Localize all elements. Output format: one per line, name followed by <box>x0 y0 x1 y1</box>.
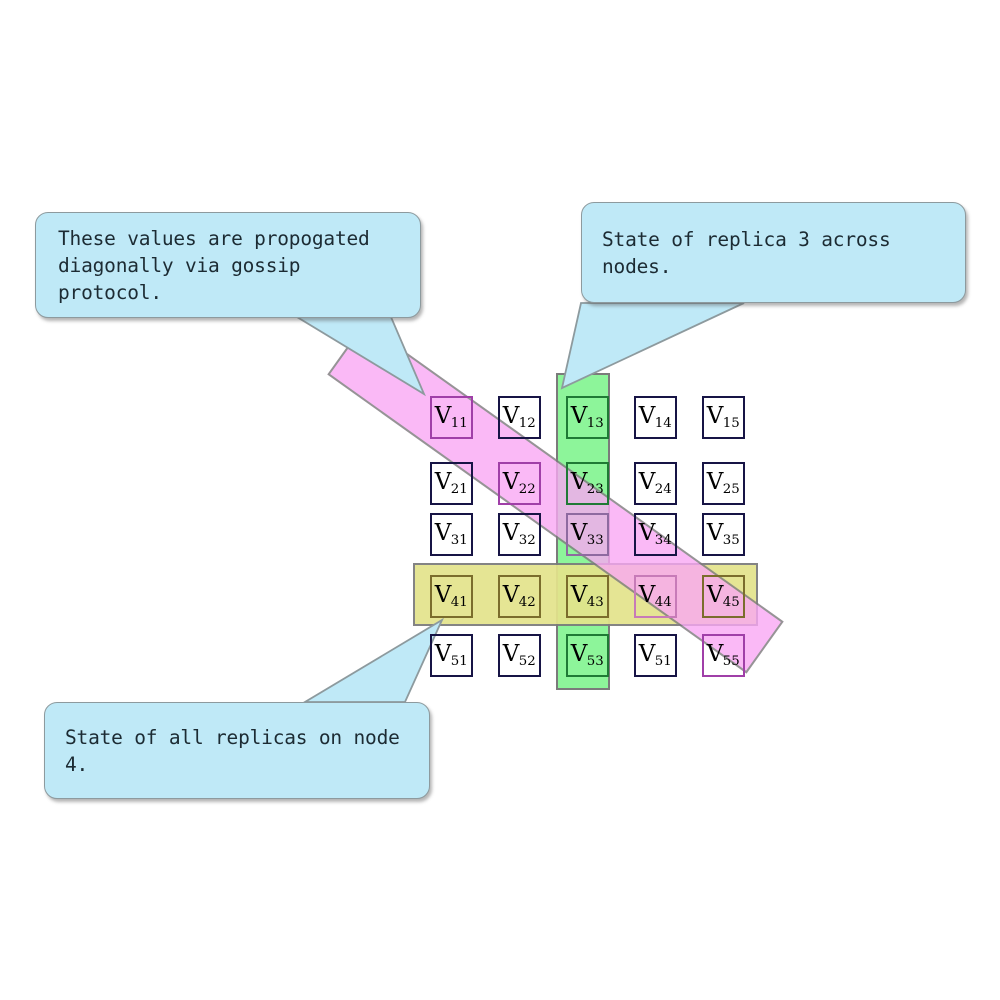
grid-cell-subscript: 11 <box>450 416 468 431</box>
grid-cell-label: V22 <box>502 469 536 497</box>
callout-gossip-tail <box>293 316 426 397</box>
grid-cell-V24[interactable]: V24 <box>634 462 677 505</box>
grid-cell-label: V52 <box>502 641 536 669</box>
callout-node4[interactable]: State of all replicas on node 4. <box>44 702 430 799</box>
grid-cell-V53[interactable]: V53 <box>566 634 609 677</box>
grid-cell-V41[interactable]: V41 <box>430 575 473 618</box>
grid-cell-V23[interactable]: V23 <box>566 462 609 505</box>
grid-cell-subscript: 35 <box>722 533 740 548</box>
grid-cell-subscript: 51 <box>654 654 672 669</box>
callout-node4-text: State of all replicas on node 4. <box>65 725 400 776</box>
grid-cell-label: V51 <box>434 641 468 669</box>
grid-cell-V35[interactable]: V35 <box>702 513 745 556</box>
grid-cell-V51[interactable]: V51 <box>634 634 677 677</box>
grid-cell-V15[interactable]: V15 <box>702 396 745 439</box>
grid-cell-subscript: 42 <box>518 595 536 610</box>
grid-cell-label: V33 <box>570 520 604 548</box>
callout-node4-tail <box>301 617 445 703</box>
grid-cell-subscript: 12 <box>518 416 536 431</box>
grid-cell-V43[interactable]: V43 <box>566 575 609 618</box>
grid-cell-label: V34 <box>638 520 672 548</box>
grid-cell-V34[interactable]: V34 <box>634 513 677 556</box>
grid-cell-subscript: 31 <box>450 533 468 548</box>
grid-cell-label: V12 <box>502 403 536 431</box>
grid-cell-subscript: 15 <box>722 416 740 431</box>
grid-cell-V32[interactable]: V32 <box>498 513 541 556</box>
grid-cell-label: V53 <box>570 641 604 669</box>
callout-gossip[interactable]: These values are propogated diagonally v… <box>35 212 421 318</box>
grid-cell-label: V51 <box>638 641 672 669</box>
grid-cell-V25[interactable]: V25 <box>702 462 745 505</box>
callout-replica3-text: State of replica 3 across nodes. <box>602 227 891 278</box>
grid-cell-subscript: 52 <box>518 654 536 669</box>
grid-cell-subscript: 43 <box>586 595 604 610</box>
grid-cell-subscript: 14 <box>654 416 672 431</box>
callout-replica3-tail <box>560 302 745 390</box>
grid-cell-subscript: 51 <box>450 654 468 669</box>
grid-cell-V22[interactable]: V22 <box>498 462 541 505</box>
grid-cell-label: V31 <box>434 520 468 548</box>
grid-cell-subscript: 23 <box>586 482 604 497</box>
grid-cell-label: V42 <box>502 582 536 610</box>
grid-cell-V21[interactable]: V21 <box>430 462 473 505</box>
grid-cell-label: V32 <box>502 520 536 548</box>
grid-cell-subscript: 41 <box>450 595 468 610</box>
grid-cell-V45[interactable]: V45 <box>702 575 745 618</box>
grid-cell-subscript: 13 <box>586 416 604 431</box>
grid-cell-V55[interactable]: V55 <box>702 634 745 677</box>
grid-cell-V44[interactable]: V44 <box>634 575 677 618</box>
grid-cell-label: V24 <box>638 469 672 497</box>
grid-cell-label: V43 <box>570 582 604 610</box>
grid-cell-label: V13 <box>570 403 604 431</box>
grid-cell-subscript: 21 <box>450 482 468 497</box>
grid-cell-V51[interactable]: V51 <box>430 634 473 677</box>
grid-cell-subscript: 55 <box>722 654 740 669</box>
grid-cell-label: V15 <box>706 403 740 431</box>
grid-cell-label: V44 <box>638 582 672 610</box>
grid-cell-V52[interactable]: V52 <box>498 634 541 677</box>
grid-cell-V12[interactable]: V12 <box>498 396 541 439</box>
grid-cell-subscript: 33 <box>586 533 604 548</box>
grid-cell-subscript: 45 <box>722 595 740 610</box>
grid-cell-V31[interactable]: V31 <box>430 513 473 556</box>
grid-cell-label: V35 <box>706 520 740 548</box>
grid-cell-subscript: 53 <box>586 654 604 669</box>
grid-cell-subscript: 24 <box>654 482 672 497</box>
grid-cell-subscript: 44 <box>654 595 672 610</box>
grid-cell-label: V55 <box>706 641 740 669</box>
callout-replica3[interactable]: State of replica 3 across nodes. <box>581 202 966 303</box>
grid-cell-V42[interactable]: V42 <box>498 575 541 618</box>
grid-cell-label: V23 <box>570 469 604 497</box>
grid-cell-label: V25 <box>706 469 740 497</box>
grid-cell-subscript: 22 <box>518 482 536 497</box>
grid-cell-label: V45 <box>706 582 740 610</box>
grid-cell-label: V14 <box>638 403 672 431</box>
grid-cell-subscript: 25 <box>722 482 740 497</box>
grid-cell-subscript: 34 <box>654 533 672 548</box>
grid-cell-V13[interactable]: V13 <box>566 396 609 439</box>
grid-cell-V11[interactable]: V11 <box>430 396 473 439</box>
grid-cell-subscript: 32 <box>518 533 536 548</box>
grid-cell-V33[interactable]: V33 <box>566 513 609 556</box>
grid-cell-V14[interactable]: V14 <box>634 396 677 439</box>
grid-cell-label: V11 <box>434 403 468 431</box>
grid-cell-label: V41 <box>434 582 468 610</box>
grid-cell-label: V21 <box>434 469 468 497</box>
callout-gossip-text: These values are propogated diagonally v… <box>58 226 370 304</box>
